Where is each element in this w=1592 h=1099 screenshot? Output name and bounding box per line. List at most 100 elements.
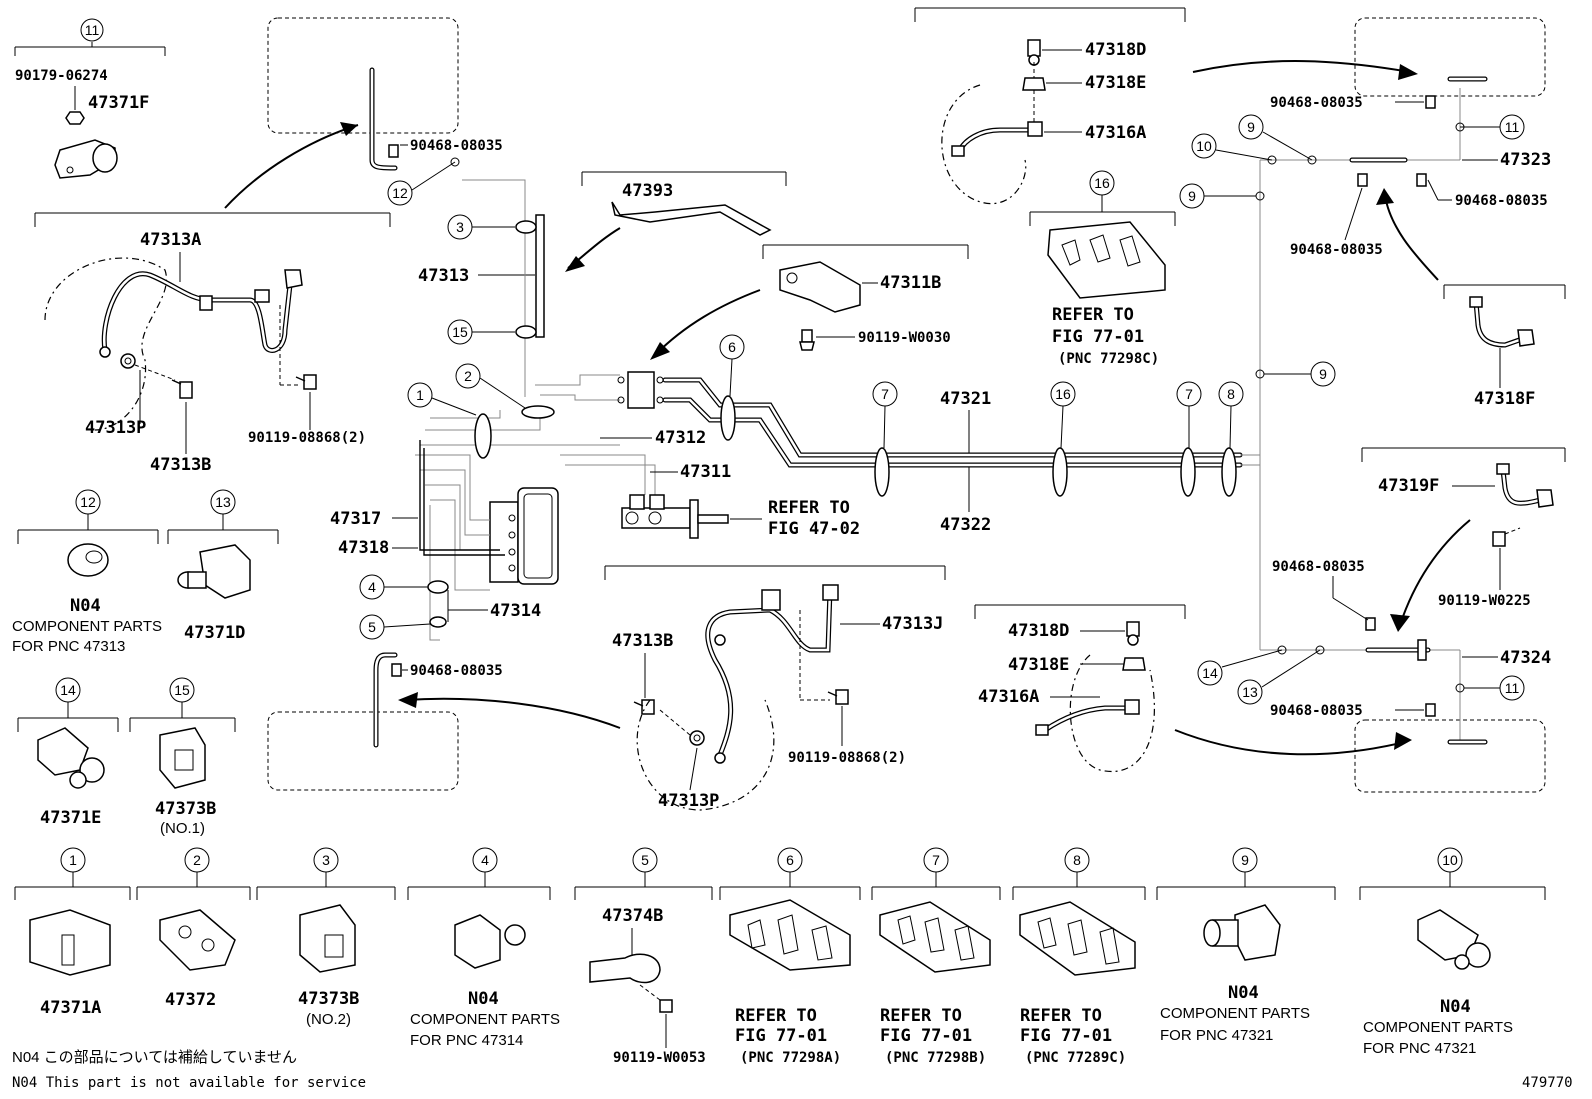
svg-text:12: 12 — [392, 185, 408, 201]
label-90468-r3: 90468-08035 — [1290, 242, 1383, 258]
label-47313: 47313 — [418, 266, 469, 286]
grommet-12-drawing — [67, 543, 109, 577]
legend-15-sub: (NO.1) — [160, 820, 205, 837]
svg-text:4: 4 — [368, 579, 376, 595]
legend-6-ref1: REFER TO — [735, 1006, 817, 1026]
legend-5-part2: 90119-W0053 — [613, 1050, 706, 1066]
legend-13-part: 47371D — [184, 623, 245, 643]
legend-item-7: 7 REFER TO FIG 77-01 (PNC 77298B) — [871, 847, 1001, 1066]
dashed-enclosure-mid — [636, 699, 775, 811]
svg-text:16: 16 — [1094, 175, 1110, 191]
legend-8-ref2: FIG 77-01 — [1020, 1026, 1112, 1046]
legend-6-ref3: (PNC 77298A) — [740, 1050, 841, 1066]
clamp-4 — [427, 580, 449, 594]
hose-47316A-bottom — [1035, 699, 1140, 736]
callout-5: 5 — [359, 614, 385, 640]
callout-11-topleft: 11 — [80, 18, 104, 42]
svg-text:10: 10 — [1196, 138, 1212, 154]
callout-11-br: 11 — [1499, 675, 1525, 701]
clamp-6 — [720, 395, 736, 441]
svg-text:3: 3 — [456, 219, 464, 235]
label-47318E-top: 47318E — [1085, 73, 1146, 93]
legend-3-sub: (NO.2) — [306, 1011, 351, 1028]
clamp-5 — [429, 616, 447, 628]
label-47316A-bottom: 47316A — [978, 687, 1039, 707]
label-47313J: 47313J — [882, 614, 943, 634]
footnote-jp: N04 この部品については補給していません — [12, 1049, 297, 1066]
callout-9a: 9 — [1238, 114, 1264, 140]
svg-text:11: 11 — [1505, 119, 1520, 135]
callout-1: 1 — [407, 382, 433, 408]
svg-text:9: 9 — [1241, 852, 1249, 868]
clip-47373B-no1-drawing — [159, 727, 206, 789]
refer-fig47-line1: REFER TO — [768, 498, 850, 518]
callout-16-main: 16 — [1050, 381, 1076, 407]
hose-47313J-drawing — [705, 584, 839, 764]
svg-text:12: 12 — [80, 494, 96, 510]
callout-15: 15 — [447, 319, 473, 345]
bolt-47313B-left — [171, 379, 193, 399]
clamp-7a — [874, 447, 890, 497]
clip-47371E-drawing — [37, 727, 105, 789]
clamp-7b — [1180, 447, 1196, 497]
clip-90468-r5 — [1425, 703, 1436, 717]
callout-9b: 9 — [1179, 183, 1205, 209]
callout-4: 4 — [359, 574, 385, 600]
label-90179-06274: 90179-06274 — [15, 68, 108, 84]
clip-90468-r3 — [1357, 173, 1368, 187]
svg-text:11: 11 — [85, 22, 100, 38]
svg-text:3: 3 — [322, 852, 330, 868]
svg-text:10: 10 — [1442, 852, 1458, 868]
diagram-id: 479770 — [1522, 1075, 1573, 1091]
legend-7-ref1: REFER TO — [880, 1006, 962, 1026]
svg-text:5: 5 — [641, 852, 649, 868]
legend-9-desc1: COMPONENT PARTS — [1160, 1005, 1310, 1022]
clip-90468-mid — [391, 663, 402, 677]
footnote-en: N04 This part is not available for servi… — [12, 1075, 366, 1091]
legend-9-part: N04 — [1228, 983, 1259, 1003]
bolt-90119-W0030 — [799, 329, 815, 351]
label-47313A: 47313A — [140, 230, 201, 250]
label-90468-r5: 90468-08035 — [1270, 703, 1363, 719]
legend-item-10: 10 N04 COMPONENT PARTS FOR PNC 47321 — [1359, 847, 1546, 1057]
label-90119-W0225: 90119-W0225 — [1438, 593, 1531, 609]
clip-90468-top — [388, 144, 399, 158]
nut-47318E-top — [1022, 77, 1046, 91]
svg-text:5: 5 — [368, 619, 376, 635]
arrow-to-top-box — [224, 124, 359, 209]
label-47321: 47321 — [940, 389, 991, 409]
refer-fig47-line2: FIG 47-02 — [768, 519, 860, 539]
label-47311B: 47311B — [880, 273, 941, 293]
clamp-3 — [515, 220, 537, 234]
bolt-47318D-bottom — [1126, 621, 1140, 646]
bolt-90119-08868-left — [295, 374, 317, 390]
label-47319F: 47319F — [1378, 476, 1439, 496]
svg-text:1: 1 — [69, 852, 77, 868]
label-47313P-mid: 47313P — [658, 791, 719, 811]
clip-90468-r4 — [1365, 617, 1376, 631]
label-47371F: 47371F — [88, 93, 149, 113]
svg-text:15: 15 — [174, 682, 190, 698]
callout-13: 13 — [1237, 679, 1263, 705]
clip-47371D-drawing — [177, 544, 251, 599]
bolt-47318D-top — [1027, 39, 1041, 66]
callout-7a: 7 — [872, 381, 898, 407]
abs-actuator-drawing — [489, 487, 559, 585]
label-90468-r1: 90468-08035 — [1270, 95, 1363, 111]
label-47314: 47314 — [490, 601, 541, 621]
callout-12: 12 — [387, 180, 413, 206]
callouts-main: 12 3 15 1 2 6 7 16 7 8 4 5 — [359, 157, 1244, 640]
label-47317: 47317 — [330, 509, 381, 529]
svg-text:8: 8 — [1227, 386, 1235, 402]
bracket-47393-drawing — [611, 201, 772, 236]
label-47393: 47393 — [622, 181, 673, 201]
legend-item-5: 5 47374B 90119-W0053 — [574, 847, 713, 1066]
label-90468-r4: 90468-08035 — [1272, 559, 1365, 575]
callout-14: 14 — [1197, 660, 1223, 686]
washer-47313P-left — [120, 353, 136, 369]
callout-9c: 9 — [1310, 361, 1336, 387]
master-cylinder-drawing — [621, 494, 729, 539]
svg-text:4: 4 — [481, 852, 489, 868]
clamp-2 — [521, 405, 555, 419]
callout-16-group: 16 — [1089, 170, 1115, 196]
